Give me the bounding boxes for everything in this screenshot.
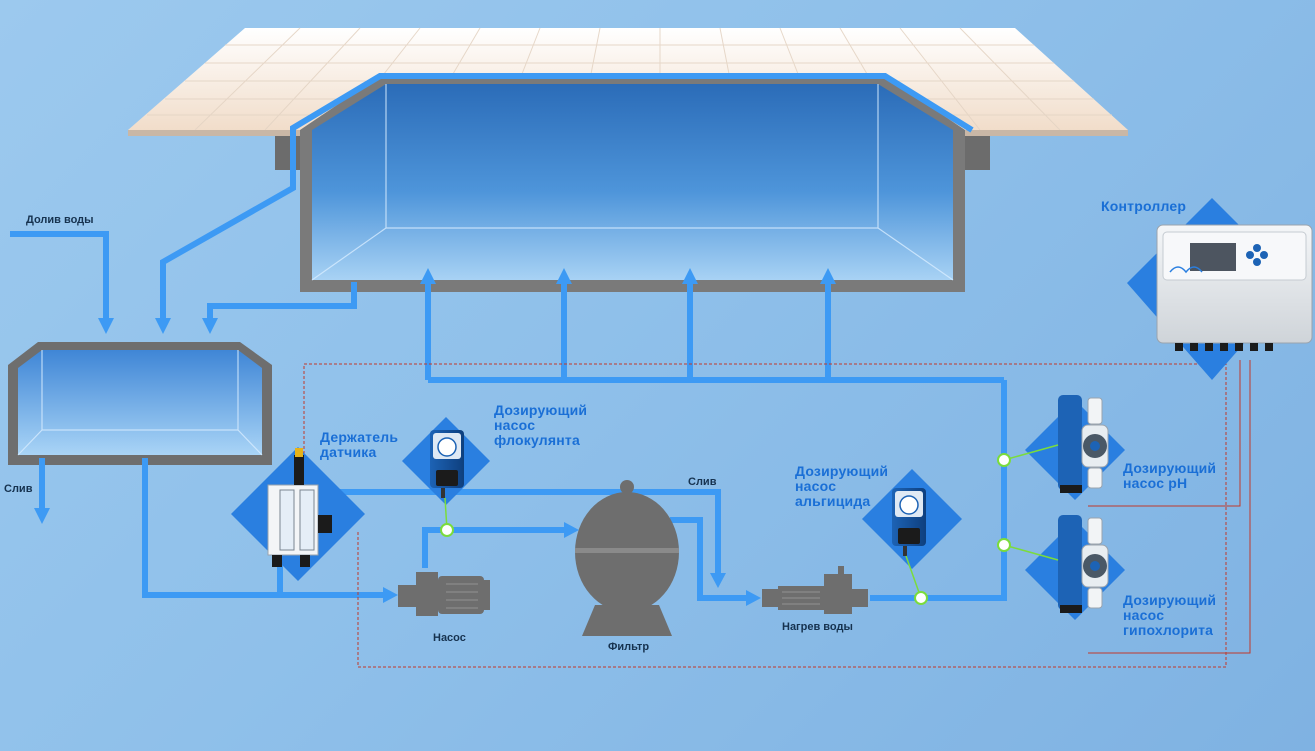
pump-label: Насос [433,632,466,644]
algicide-pump-label-line2: насос [795,478,837,494]
hypo-pump-label: Дозирующий насос гипохлорита [1123,593,1216,638]
ph-pump [1058,395,1109,493]
ph-pump-label-line1: Дозирующий [1123,460,1217,476]
floc-pump-label-line2: насос [494,417,536,433]
sand-filter [575,480,679,636]
algicide-pump-label-line3: альгицида [795,493,871,509]
controller-label: Контроллер [1101,198,1187,214]
water-fill-label: Долив воды [26,214,94,226]
algicide-pump-label-line1: Дозирующий [795,463,889,479]
control-cables [303,360,1251,668]
pipes [10,138,1007,601]
balance-tank [8,342,272,465]
drain-right-label: Слив [688,476,717,488]
pipe-arrows [34,268,836,606]
pool-basin [275,73,990,292]
floc-pump-label-line3: флокулянта [494,432,580,448]
algicide-pump-label: Дозирующий насос альгицида [795,464,888,509]
ph-pump-label-line2: насос pH [1123,475,1188,491]
sensor-holder-label: Держатель датчика [320,430,398,460]
hypo-pump-label-line3: гипохлорита [1123,622,1214,638]
injection-lines [444,444,1059,599]
algicide-pump [892,488,926,556]
ph-pump-label: Дозирующий насос pH [1123,461,1216,491]
heater-label: Нагрев воды [782,621,853,633]
hypo-pump-label-line2: насос [1123,607,1165,623]
hypo-pump-label-line1: Дозирующий [1123,592,1217,608]
controller [1156,224,1313,351]
hypo-pump [1058,515,1109,613]
sensor-holder [267,448,332,567]
floc-pump-label-line1: Дозирующий [494,402,588,418]
sensor-holder-label-line1: Держатель [320,429,399,445]
floc-pump-label: Дозирующий насос флокулянта [494,403,587,448]
sensor-holder-label-line2: датчика [320,444,377,460]
floc-pump [430,430,464,498]
filter-label: Фильтр [608,641,650,653]
injection-nodes [440,453,1011,605]
circulation-pump [398,572,490,616]
water-heater [762,566,868,614]
drain-left-label: Слив [4,483,33,495]
